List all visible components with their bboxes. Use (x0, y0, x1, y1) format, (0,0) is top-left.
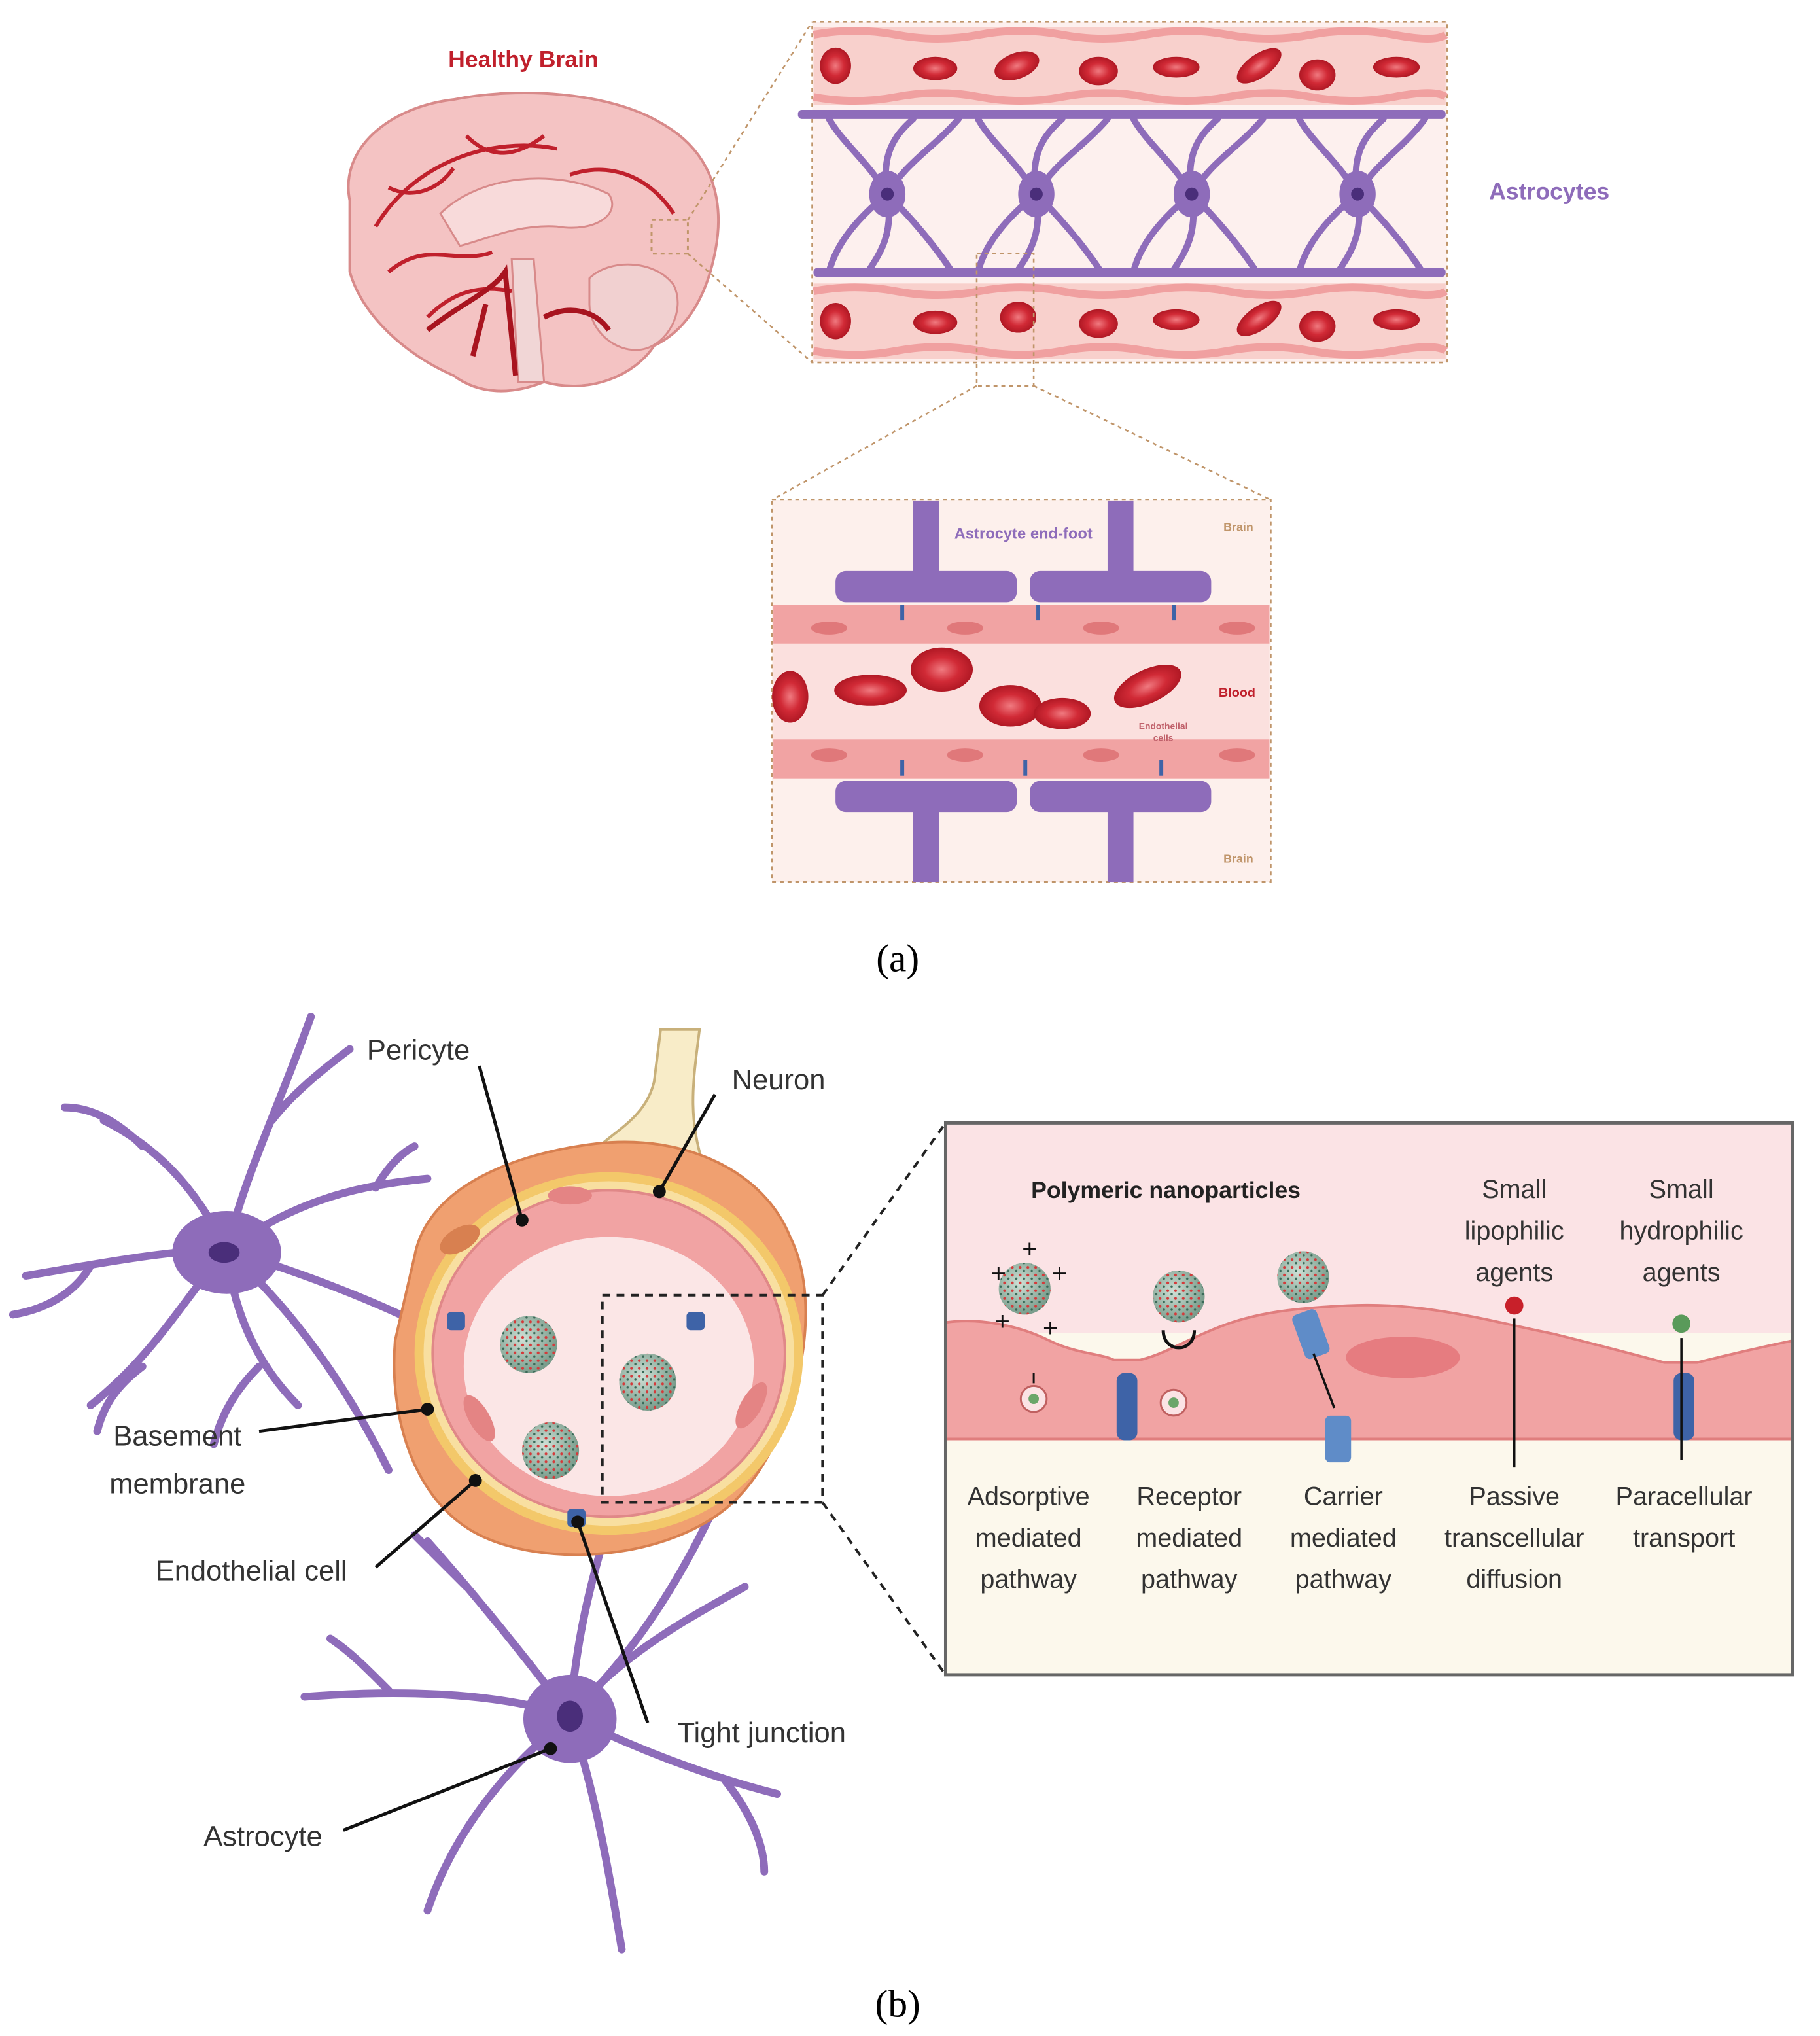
caption-a: (a) (876, 937, 919, 980)
pathway-carrier-3: pathway (1295, 1565, 1392, 1594)
caption-b: (b) (875, 1982, 920, 2026)
svg-text:+: + (1043, 1314, 1058, 1343)
endothelial-cell-label: Endothelial cell (156, 1555, 347, 1587)
pathway-paracellular-1: Paracellular (1616, 1483, 1753, 1511)
pathway-carrier-1: Carrier (1304, 1483, 1383, 1511)
pathway-paracellular-2: transport (1633, 1524, 1735, 1553)
pathway-passive-3: diffusion (1466, 1565, 1562, 1594)
hydrophilic-line-2: hydrophilic (1619, 1217, 1743, 1246)
lipophilic-line-3: agents (1475, 1258, 1553, 1287)
vessel-cross-section (393, 1140, 807, 1556)
pathway-carrier-2: mediated (1290, 1524, 1397, 1553)
pericyte-label: Pericyte (367, 1034, 470, 1066)
healthy-brain-label: Healthy Brain (448, 46, 599, 73)
pathway-receptor-3: pathway (1141, 1565, 1238, 1594)
astrocyte-upper (9, 1013, 432, 1474)
lumen-nanoparticles (500, 1316, 676, 1479)
panel-b: Pericyte Neuron Basement membrane Endoth… (9, 1013, 1794, 2026)
svg-text:+: + (1022, 1235, 1037, 1263)
brain-bottom-label: Brain (1223, 852, 1253, 865)
endothelial-label-1: Endothelial (1139, 720, 1188, 731)
hydrophilic-line-3: agents (1643, 1258, 1721, 1287)
panel-a: Healthy Brain (347, 21, 1609, 980)
pathway-passive-2: transcellular (1444, 1524, 1584, 1553)
inset-detail (771, 499, 1272, 883)
astrocytes-label: Astrocytes (1489, 179, 1609, 205)
lipophilic-line-2: lipophilic (1465, 1217, 1564, 1246)
pathway-adsorptive-2: mediated (975, 1524, 1082, 1553)
astrocyte-lower (300, 1479, 781, 1954)
svg-text:+: + (1052, 1259, 1067, 1288)
hydrophilic-line-1: Small (1649, 1175, 1714, 1204)
tight-junction-label: Tight junction (678, 1717, 846, 1749)
pathway-receptor-2: mediated (1136, 1524, 1242, 1553)
neuron-label: Neuron (732, 1064, 826, 1096)
transport-panel: + + + + + (943, 1121, 1794, 1677)
blood-label: Blood (1219, 686, 1255, 700)
nanoparticles-label: Polymeric nanoparticles (1031, 1177, 1301, 1203)
basement-label-1: Basement (113, 1420, 241, 1452)
pathway-receptor-1: Receptor (1136, 1483, 1242, 1511)
lipophilic-line-1: Small (1482, 1175, 1547, 1204)
svg-text:+: + (991, 1259, 1006, 1288)
end-foot-label: Astrocyte end-foot (954, 525, 1093, 542)
brain-top-label: Brain (1223, 520, 1253, 533)
basement-label-2: membrane (109, 1469, 245, 1500)
pathway-passive-1: Passive (1469, 1483, 1560, 1511)
pathway-adsorptive-3: pathway (980, 1565, 1077, 1594)
brain-illustration (347, 92, 720, 393)
astrocyte-label: Astrocyte (203, 1821, 323, 1852)
astrocytes-row (826, 115, 1429, 275)
endothelial-label-2: cells (1153, 732, 1174, 743)
pathway-adsorptive-1: Adsorptive (968, 1483, 1090, 1511)
svg-text:+: + (995, 1307, 1010, 1336)
